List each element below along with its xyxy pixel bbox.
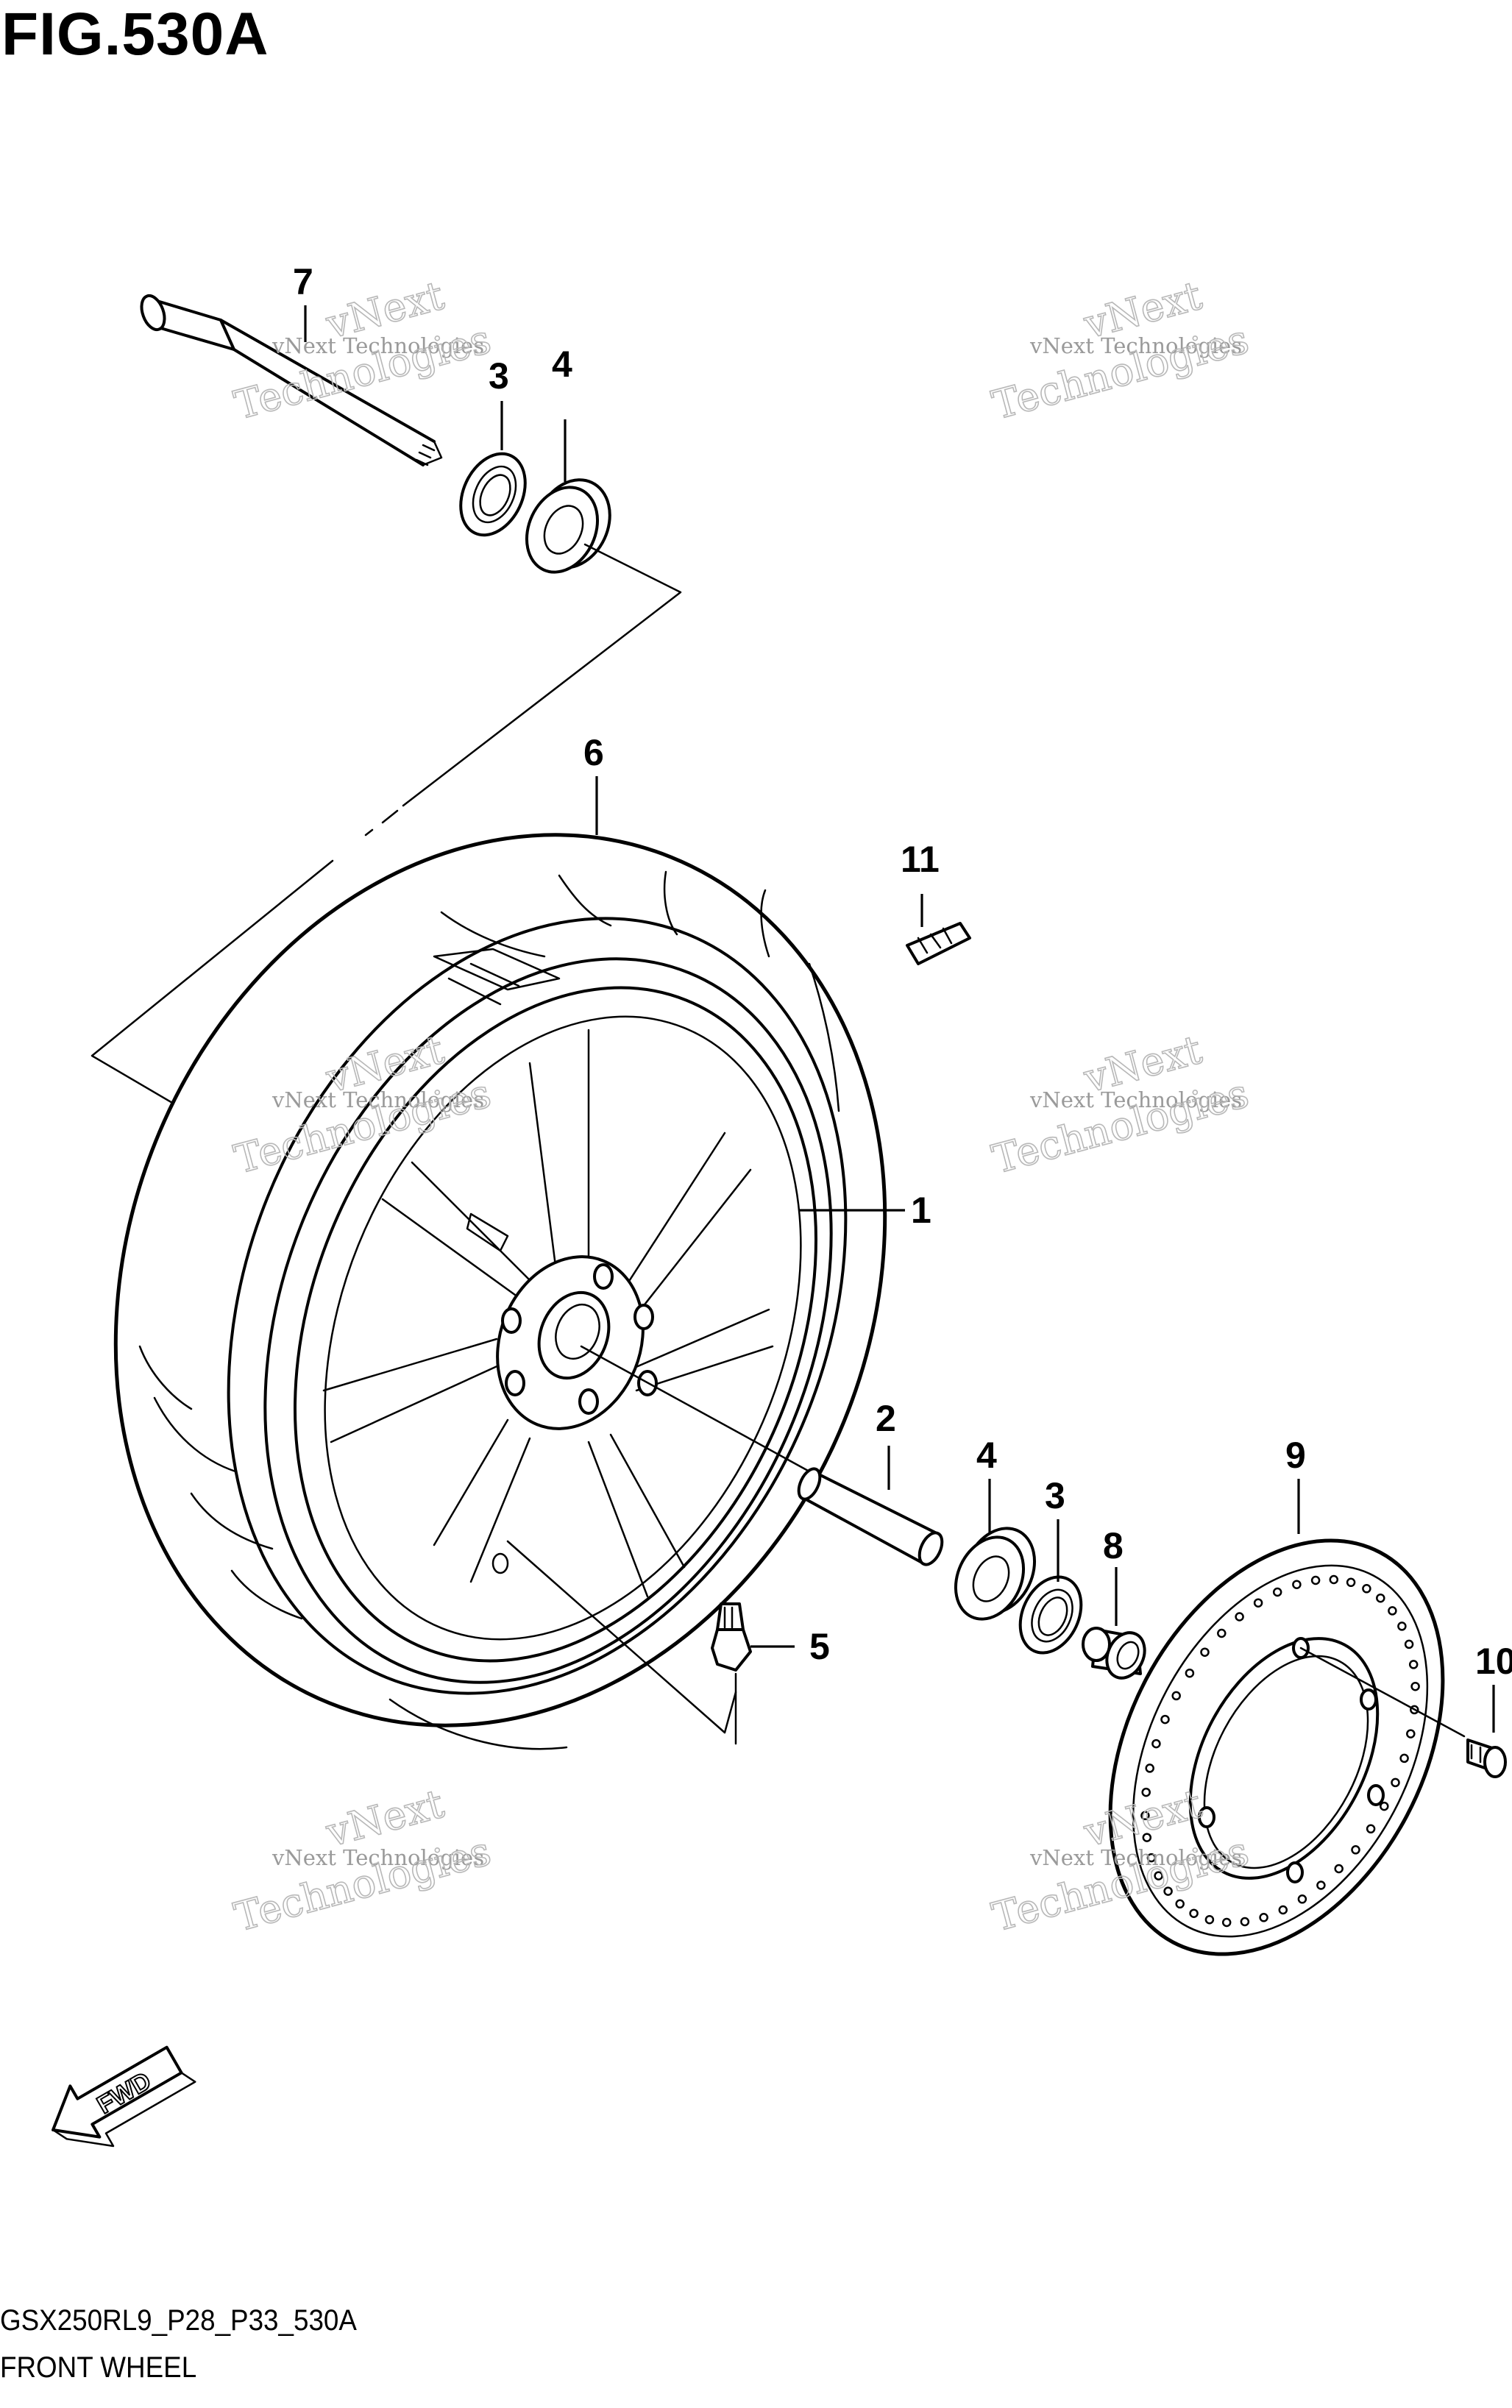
disc-hole [1171, 1691, 1181, 1701]
svg-text:vNext Technologies: vNext Technologies [1029, 1087, 1242, 1112]
oil-seal-top [459, 452, 527, 537]
disc-hole [1145, 1764, 1154, 1773]
assembly-line-disc-bolt [1299, 1647, 1466, 1738]
disc-hole [1410, 1705, 1419, 1715]
assembly-line-dash [364, 809, 399, 837]
model-code: GSX250RL9_P28_P33_530A [0, 2304, 357, 2337]
assembly-line-lower [90, 859, 334, 1120]
assembly-line-hub [580, 1345, 811, 1473]
disc-hole [1316, 1880, 1326, 1890]
disc-hole [1240, 1917, 1250, 1927]
disc-hole [1351, 1845, 1360, 1855]
tire [113, 833, 887, 1750]
disc-hole [1406, 1729, 1416, 1738]
disc-hole [1141, 1787, 1151, 1797]
disc-hole [1404, 1639, 1414, 1649]
disc-hole [1235, 1612, 1244, 1622]
disc-hole [1154, 1871, 1163, 1880]
balance-weight [906, 922, 971, 965]
disc-hole [1253, 1598, 1263, 1608]
disc-hole [1160, 1714, 1170, 1725]
bearing-bottom [954, 1527, 1037, 1621]
callout-1: 1 [911, 1190, 931, 1231]
disc-hole [1410, 1681, 1420, 1691]
front-axle [140, 294, 443, 466]
callout-3-bottom: 3 [1045, 1475, 1065, 1516]
disc-hole [1391, 1777, 1400, 1788]
disc-hole [1397, 1622, 1407, 1631]
callout-8: 8 [1103, 1525, 1124, 1566]
disc-hole [1329, 1574, 1339, 1585]
spacer [797, 1467, 944, 1566]
svg-text:vNext Technologies: vNext Technologies [1029, 1845, 1242, 1870]
disc-hole [1292, 1580, 1302, 1589]
assembly-line-axle [402, 543, 682, 807]
callout-2: 2 [876, 1398, 896, 1439]
bearing-top [525, 478, 611, 574]
callout-11: 11 [901, 839, 940, 880]
watermark-mid-right: vNext vNext Technologies Technologies [987, 1026, 1254, 1183]
disc-hole [1142, 1833, 1152, 1842]
disc-hole [1204, 1914, 1215, 1925]
disc-hole [1362, 1584, 1371, 1594]
leader-lines [304, 305, 1495, 1733]
disc-hole [1334, 1864, 1344, 1874]
disc-bolt [1466, 1738, 1507, 1778]
disc-hole [1380, 1801, 1389, 1811]
figure-name: FRONT WHEEL [0, 2351, 197, 2384]
disc-hole [1221, 1917, 1232, 1928]
oil-seal-bottom [1018, 1575, 1083, 1655]
svg-text:vNext Technologies: vNext Technologies [271, 333, 484, 358]
disc-hole [1346, 1577, 1356, 1588]
figure-title: FIG.530A [1, 1, 269, 68]
callout-10: 10 [1475, 1641, 1512, 1682]
callout-4-bottom: 4 [976, 1435, 997, 1476]
disc-hole [1297, 1894, 1307, 1904]
disc-hole [1408, 1660, 1419, 1669]
disc-hole [1259, 1913, 1268, 1922]
callout-numbers: 7 3 4 6 11 1 2 4 3 8 9 5 10 [293, 261, 1512, 1682]
disc-hole [1278, 1905, 1288, 1915]
disc-hole [1151, 1738, 1161, 1749]
disc-hole [1272, 1587, 1282, 1597]
assembly-line-valve [506, 1540, 737, 1734]
watermark-top-right: vNext vNext Technologies Technologies [987, 271, 1254, 429]
disc-hole [1189, 1908, 1199, 1918]
disc-hole [1376, 1593, 1385, 1603]
disc-hole [1366, 1824, 1376, 1834]
disc-hole [1163, 1886, 1173, 1896]
svg-text:vNext Technologies: vNext Technologies [271, 1087, 484, 1112]
disc-hole [1175, 1899, 1185, 1909]
callout-7: 7 [293, 261, 313, 302]
disc-hole [1388, 1606, 1397, 1616]
fwd-arrow-icon: FWD [52, 2045, 196, 2148]
collar [1082, 1627, 1146, 1680]
brake-disc [1108, 1538, 1445, 1956]
disc-hole [1200, 1647, 1210, 1657]
disc-hole [1146, 1853, 1157, 1863]
wheel-rim [263, 957, 833, 1684]
watermark-top-left: vNext vNext Technologies Technologies [229, 271, 496, 429]
disc-hole [1185, 1668, 1195, 1678]
svg-text:vNext Technologies: vNext Technologies [1029, 333, 1242, 358]
callout-4-top: 4 [552, 344, 572, 385]
disc-hole [1140, 1811, 1150, 1821]
disc-hole [1310, 1575, 1321, 1585]
watermark-bottom-left: vNext vNext Technologies Technologies [229, 1780, 496, 1941]
callout-5: 5 [809, 1626, 830, 1667]
disc-hole [1399, 1753, 1409, 1764]
callout-3-top: 3 [489, 355, 509, 397]
callout-9: 9 [1285, 1435, 1306, 1476]
disc-hole [1217, 1628, 1227, 1638]
callout-6: 6 [583, 732, 604, 773]
tire-valve [711, 1602, 752, 1672]
svg-text:vNext Technologies: vNext Technologies [271, 1845, 484, 1870]
